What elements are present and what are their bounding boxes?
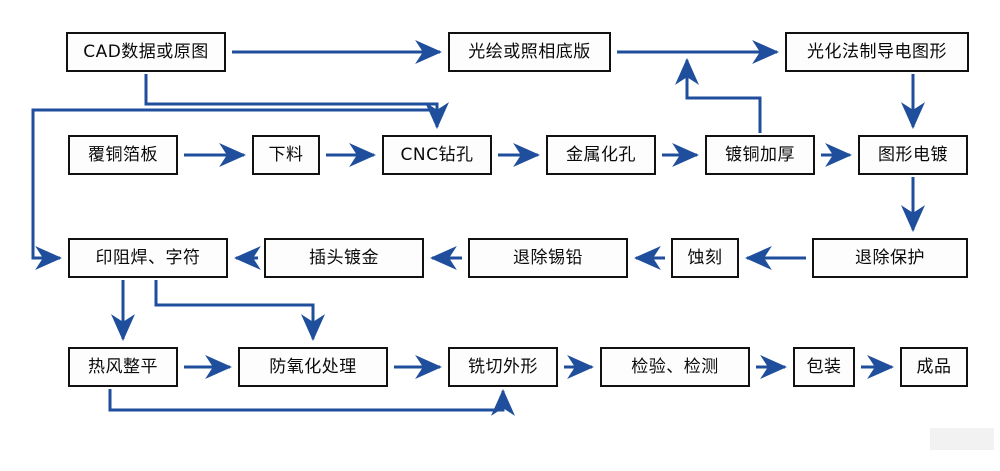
- node-label: 图形电镀: [878, 144, 948, 165]
- wire-loop-to-solderres: [31, 108, 430, 270]
- node-finished-product[interactable]: 成品: [900, 347, 968, 387]
- node-label: 插头镀金: [309, 247, 379, 268]
- wire-solderres-to-antiox: [154, 280, 325, 342]
- node-strip-resist[interactable]: 退除保护: [812, 238, 968, 278]
- node-film[interactable]: 光绘或照相底版: [448, 32, 611, 72]
- node-label: 包装: [806, 356, 842, 377]
- node-label: 铣切外形: [468, 356, 538, 377]
- node-cnc[interactable]: CNC钻孔: [382, 135, 492, 175]
- node-cad[interactable]: CAD数据或原图: [66, 32, 226, 72]
- node-hasl[interactable]: 热风整平: [68, 347, 178, 387]
- node-label: 防氧化处理: [269, 356, 357, 377]
- node-label: 金属化孔: [566, 144, 636, 165]
- node-etching[interactable]: 蚀刻: [671, 238, 739, 278]
- node-label: 检验、检测: [631, 356, 719, 377]
- node-label: 光化法制导电图形: [807, 41, 947, 62]
- wire-cad-to-cnc: [144, 74, 449, 130]
- node-label: CNC钻孔: [400, 144, 474, 165]
- node-anti-oxidation[interactable]: 防氧化处理: [238, 347, 388, 387]
- wire-cuplate-to-film-line: [675, 57, 762, 133]
- node-cuplate[interactable]: 镀铜加厚: [705, 135, 815, 175]
- node-pth[interactable]: 金属化孔: [546, 135, 656, 175]
- node-routing[interactable]: 铣切外形: [448, 347, 558, 387]
- node-label: 退除保护: [855, 247, 925, 268]
- node-label: 成品: [916, 356, 952, 377]
- node-laminate[interactable]: 覆铜箔板: [68, 135, 178, 175]
- node-label: CAD数据或原图: [83, 41, 209, 62]
- node-cutting[interactable]: 下料: [252, 135, 320, 175]
- node-label: 覆铜箔板: [88, 144, 158, 165]
- node-solder-resist[interactable]: 印阻焊、字符: [68, 238, 228, 278]
- node-label: 光绘或照相底版: [468, 41, 591, 62]
- node-label: 蚀刻: [687, 247, 723, 268]
- node-strip-tin-lead[interactable]: 退除锡铅: [468, 238, 628, 278]
- node-label: 退除锡铅: [513, 247, 583, 268]
- node-label: 印阻焊、字符: [95, 247, 201, 268]
- node-gold-plating[interactable]: 插头镀金: [264, 238, 424, 278]
- node-inspection[interactable]: 检验、检测: [600, 347, 750, 387]
- node-label: 下料: [268, 144, 304, 165]
- watermark-block: [930, 428, 994, 450]
- node-label: 热风整平: [88, 356, 158, 377]
- node-label: 镀铜加厚: [725, 144, 795, 165]
- node-pattern-plating[interactable]: 图形电镀: [858, 135, 968, 175]
- node-packing[interactable]: 包装: [793, 347, 855, 387]
- wire-hasl-to-routing: [108, 388, 515, 416]
- node-photoimage[interactable]: 光化法制导电图形: [785, 32, 969, 72]
